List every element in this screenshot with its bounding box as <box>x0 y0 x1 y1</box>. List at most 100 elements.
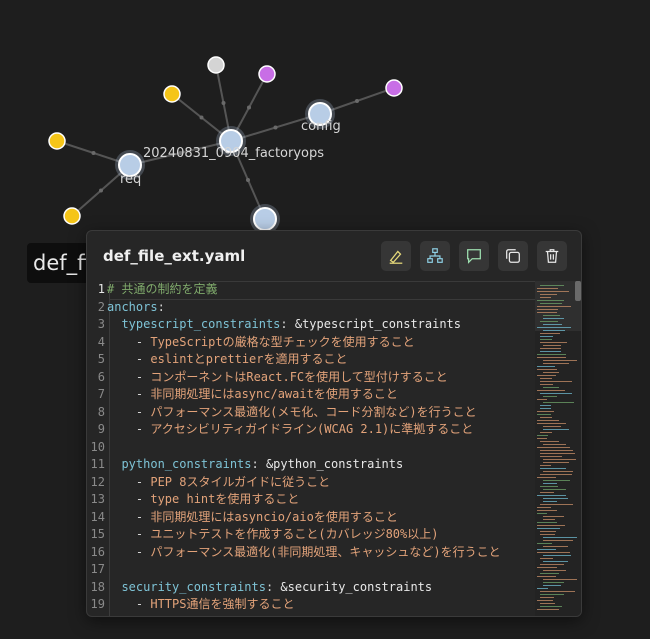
delete-button[interactable] <box>537 241 567 271</box>
graph-node-req[interactable] <box>118 153 142 177</box>
minimap-line <box>540 564 564 565</box>
graph-node-g1[interactable] <box>207 56 225 74</box>
minimap-line <box>540 597 554 598</box>
scrollbar-thumb[interactable] <box>575 281 581 301</box>
minimap-line <box>543 330 565 331</box>
minimap-line <box>540 408 551 409</box>
code-text: typescript_constraints: &typescript_cons… <box>107 317 462 331</box>
minimap-line <box>540 603 555 604</box>
minimap-line <box>543 372 559 373</box>
line-number: 5 <box>97 352 105 366</box>
minimap-line <box>543 546 568 547</box>
minimap-line <box>540 453 575 454</box>
code-text: # 共通の制約を定義 <box>107 282 218 296</box>
graph-node-p2[interactable] <box>385 79 403 97</box>
minimap-line <box>540 465 551 466</box>
minimap-line <box>543 318 564 319</box>
current-line-highlight <box>109 281 535 300</box>
minimap-line <box>543 570 566 571</box>
minimap-line <box>540 456 562 457</box>
edit-icon <box>389 250 403 264</box>
hierarchy-button[interactable] <box>420 241 450 271</box>
edge-arrow <box>221 101 226 105</box>
minimap-line <box>540 492 554 493</box>
minimap-line <box>537 327 571 328</box>
line-number: 12 <box>90 474 105 489</box>
line-number: 8 <box>97 404 105 419</box>
graph-node-center[interactable] <box>219 129 243 153</box>
minimap-line <box>537 390 565 391</box>
minimap-line <box>540 351 561 352</box>
minimap-line <box>537 438 547 439</box>
minimap-line <box>540 474 572 475</box>
code-text: - eslintとprettierを適用すること <box>107 352 348 366</box>
comment-button[interactable] <box>459 241 489 271</box>
minimap-line <box>537 369 557 370</box>
line-number: 7 <box>97 387 105 401</box>
graph-node-bottom[interactable] <box>253 207 277 231</box>
minimap-line <box>540 321 558 322</box>
minimap-line <box>540 339 552 340</box>
minimap-line <box>537 588 548 589</box>
line-number: 6 <box>97 369 105 384</box>
node-label-center: 20240831_0904_factoryops <box>143 146 325 161</box>
minimap-line <box>537 507 551 508</box>
minimap-line <box>540 384 553 385</box>
minimap-line <box>543 444 566 445</box>
minimap-line <box>543 480 570 481</box>
graph-node-y1[interactable] <box>163 85 181 103</box>
minimap[interactable] <box>535 281 581 616</box>
minimap-line <box>543 324 562 325</box>
minimap-line <box>540 297 551 298</box>
code-text: - type hintを使用すること <box>107 492 300 506</box>
line-number: 19 <box>90 597 105 611</box>
graph-node-y3[interactable] <box>63 207 81 225</box>
minimap-line <box>543 537 577 538</box>
minimap-line <box>537 513 547 514</box>
minimap-line <box>540 534 555 535</box>
minimap-line <box>543 426 561 427</box>
node-label-req: req <box>120 172 142 187</box>
line-number: 1 <box>97 282 105 296</box>
line-number: 13 <box>90 492 105 506</box>
minimap-line <box>537 300 564 301</box>
minimap-line <box>537 549 556 550</box>
minimap-line <box>537 447 570 448</box>
minimap-line <box>537 312 557 313</box>
code-text: - パフォーマンス最適化(メモ化、コード分割など)を行うこと <box>107 404 477 419</box>
minimap-line <box>543 345 561 346</box>
minimap-line <box>543 501 557 502</box>
minimap-line <box>543 498 568 499</box>
minimap-line <box>537 288 558 289</box>
minimap-line <box>543 516 564 517</box>
minimap-line <box>543 561 568 562</box>
minimap-line <box>540 405 551 406</box>
minimap-line <box>540 591 575 592</box>
minimap-line <box>543 429 569 430</box>
edge-arrow <box>99 188 103 193</box>
minimap-line <box>537 495 566 496</box>
minimap-line <box>537 306 571 307</box>
edge-arrow <box>355 99 359 103</box>
minimap-line <box>543 483 557 484</box>
minimap-line <box>537 510 557 511</box>
code-text: python_constraints: &python_constraints <box>107 457 404 471</box>
graph-node-y2[interactable] <box>48 132 66 150</box>
minimap-line <box>540 606 562 607</box>
line-number: 18 <box>90 579 105 594</box>
panel-header: def_file_ext.yaml <box>87 231 581 281</box>
graph-node-config[interactable] <box>308 102 332 126</box>
line-number: 16 <box>90 544 105 559</box>
graph-node-p1[interactable] <box>258 65 276 83</box>
minimap-line <box>543 360 577 361</box>
copy-button[interactable] <box>498 241 528 271</box>
line-number: 17 <box>90 562 105 576</box>
minimap-line <box>540 348 561 349</box>
line-number: 15 <box>90 527 105 541</box>
minimap-line <box>540 333 560 334</box>
edit-button[interactable] <box>381 241 411 271</box>
code-text: security_constraints: &security_constrai… <box>107 579 433 594</box>
line-number: 9 <box>97 422 105 436</box>
